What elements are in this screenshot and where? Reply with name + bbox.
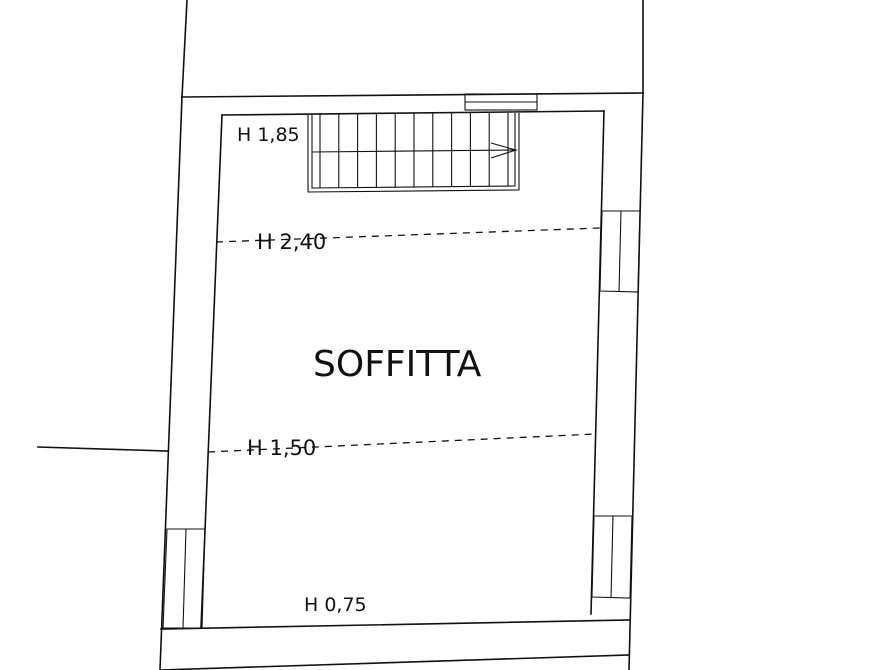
room-name: SOFFITTA — [313, 344, 482, 385]
outer-right-wall — [628, 92, 644, 670]
window-left-lower — [162, 528, 206, 629]
outer-walls — [37, 0, 644, 670]
window-right-lower — [591, 515, 633, 599]
height-label-185: H 1,85 — [237, 124, 300, 146]
height-label-150: H 1,50 — [247, 436, 316, 460]
window-top — [464, 93, 538, 111]
window-right-upper — [599, 210, 641, 293]
neighbour-wall — [37, 446, 169, 452]
outer-bottom-wall — [160, 619, 631, 630]
outer-bottom-band — [159, 654, 630, 670]
outer-top-wall — [181, 92, 644, 98]
inner-top-wall — [221, 110, 605, 116]
height-label-240: H 2,40 — [257, 230, 326, 254]
staircase — [307, 113, 520, 193]
stair-arrow — [311, 142, 518, 159]
upper-left-wall — [181, 0, 188, 98]
height-label-075: H 0,75 — [304, 594, 367, 616]
outer-left-wall — [159, 96, 183, 670]
